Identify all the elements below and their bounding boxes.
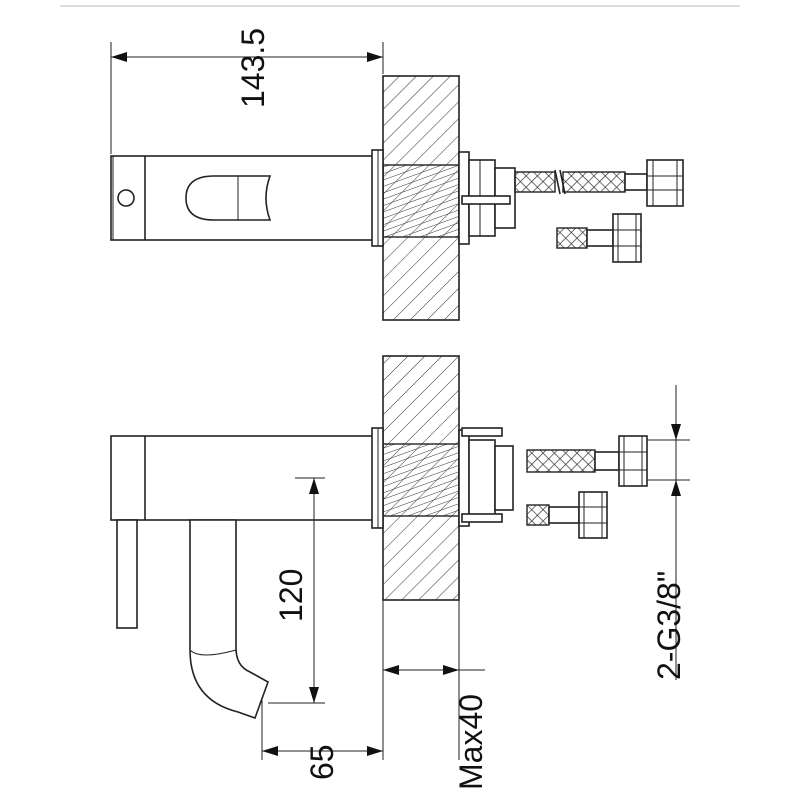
top-view: 143.5 [110, 28, 684, 321]
bolt-lower [461, 513, 503, 523]
hose-2-top [556, 227, 588, 249]
hose-1b-top [562, 171, 626, 193]
hose-1-fitting [624, 173, 648, 191]
hose-2-nut [612, 213, 642, 263]
dimension-max-wall: Max40 [453, 694, 489, 790]
thread-side [382, 443, 460, 517]
hose-1-side-nut [618, 435, 648, 487]
hose-1-side [526, 449, 596, 473]
hose-2-side-nut [578, 491, 608, 539]
faucet-body-top [110, 155, 376, 241]
hose-2-fitting [586, 229, 614, 247]
hose-1-top [514, 171, 556, 193]
handle-lever [116, 519, 138, 629]
spout [189, 519, 269, 720]
back-flange-side [458, 429, 470, 527]
dimension-spout-projection: 65 [304, 744, 340, 780]
hose-1-nut [646, 159, 684, 207]
dimension-height: 120 [273, 569, 309, 622]
bolt-top [461, 195, 511, 205]
back-body-side [494, 445, 514, 511]
bolt-upper [461, 427, 503, 437]
screw-hole [117, 189, 135, 207]
hose-2-side-fitting [548, 506, 580, 524]
dimension-overall-length: 143.5 [235, 28, 271, 108]
faucet-body-side [110, 435, 376, 521]
hose-1-side-fitting [594, 451, 620, 471]
thread-top [382, 164, 460, 238]
dimension-connection: 2-G3/8" [651, 571, 687, 680]
hose-2-side [526, 504, 550, 526]
back-nut-side [468, 439, 496, 517]
spout-opening-top [185, 175, 272, 221]
side-view: 120 65 Max40 2-G3/8" [110, 355, 690, 790]
